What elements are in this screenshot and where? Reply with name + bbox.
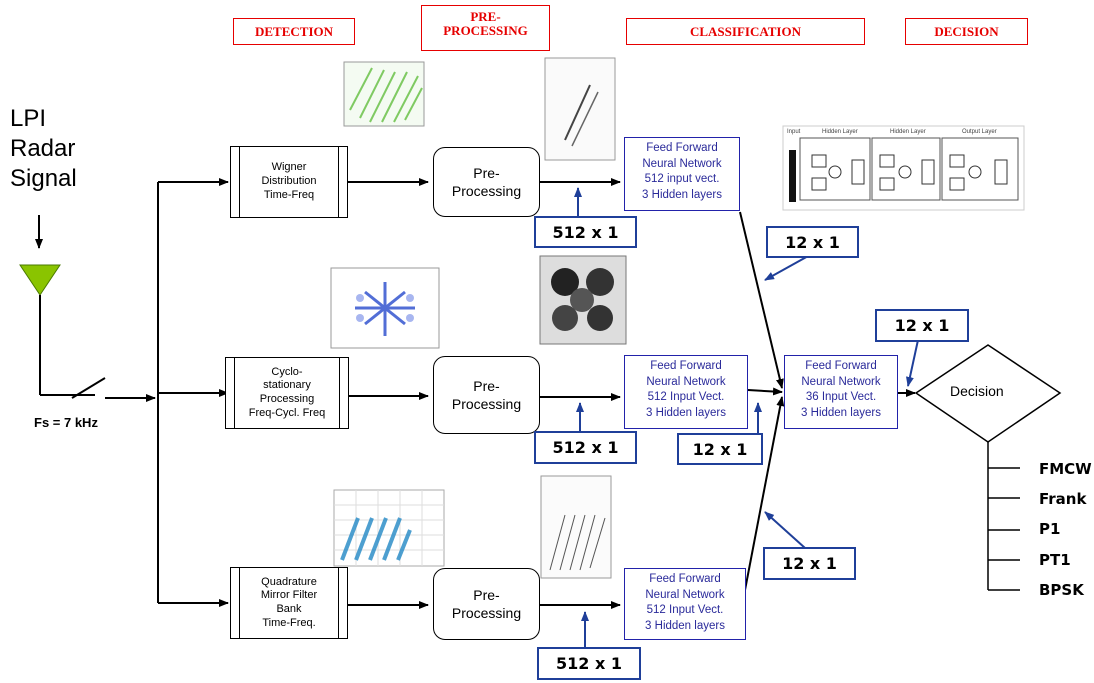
preprocessing-label-top: Pre- Processing [451, 164, 522, 199]
stage-preprocessing: PRE- PROCESSING [421, 5, 550, 51]
qmf-block: Quadrature Mirror Filter Bank Time-Freq. [230, 567, 348, 639]
nn-hidden-layer-2-label: Hidden Layer [890, 129, 926, 135]
sampling-frequency-label: Fs = 7 kHz [34, 415, 98, 430]
neural-network-mid: Feed Forward Neural Network 512 Input Ve… [624, 355, 748, 429]
dim-label-mid-input: 512 x 1 [534, 431, 637, 464]
class-p1: P1 [1039, 520, 1061, 538]
nn-input-label: Input [787, 129, 801, 135]
wigner-preprocessed-thumbnail [544, 57, 616, 161]
class-frank: Frank [1039, 490, 1087, 508]
neural-network-top: Feed Forward Neural Network 512 input ve… [624, 137, 740, 211]
preprocessing-block-bottom: Pre- Processing [433, 568, 540, 640]
lpi-radar-signal-label: LPI Radar Signal [10, 105, 77, 192]
stage-decision: DECISION [905, 18, 1028, 45]
neural-network-bottom: Feed Forward Neural Network 512 Input Ve… [624, 568, 746, 640]
qmf-label: Quadrature Mirror Filter Bank Time-Freq. [260, 575, 318, 629]
neural-network-fusion: Feed Forward Neural Network 36 Input Vec… [784, 355, 898, 429]
preprocessing-block-top: Pre- Processing [433, 147, 540, 217]
cyclostationary-preprocessed-thumbnail [539, 255, 627, 345]
nn-output-layer-label: Output Layer [962, 129, 997, 135]
dim-label-fusion-output: 12 x 1 [875, 309, 969, 342]
wigner-distribution-label: Wigner Distribution Time-Freq [261, 161, 317, 201]
dim-label-bottom-input: 512 x 1 [537, 647, 641, 680]
preprocessing-label-mid: Pre- Processing [451, 377, 522, 412]
class-bpsk: BPSK [1039, 581, 1084, 599]
cyclostationary-thumbnail [330, 267, 440, 349]
cyclostationary-label: Cyclo- stationary Processing Freq-Cycl. … [248, 365, 326, 419]
qmf-preprocessed-thumbnail [540, 475, 612, 579]
preprocessing-label-bottom: Pre- Processing [451, 586, 522, 621]
stage-classification: CLASSIFICATION [626, 18, 865, 45]
stage-detection: DETECTION [233, 18, 355, 45]
wigner-distribution-thumbnail [343, 61, 425, 127]
neural-network-architecture-figure [782, 125, 1025, 211]
class-pt1: PT1 [1039, 551, 1071, 569]
preprocessing-block-mid: Pre- Processing [433, 356, 540, 434]
qmf-thumbnail [333, 489, 445, 567]
dim-label-top-input: 512 x 1 [534, 216, 637, 248]
dim-label-mid-output: 12 x 1 [677, 433, 763, 465]
dim-label-top-output: 12 x 1 [766, 226, 859, 258]
wigner-distribution-block: Wigner Distribution Time-Freq [230, 146, 348, 218]
decision-label: Decision [950, 383, 1004, 399]
nn-hidden-layer-1-label: Hidden Layer [822, 129, 858, 135]
dim-label-bottom-output: 12 x 1 [763, 547, 856, 580]
class-fmcw: FMCW [1039, 460, 1092, 478]
cyclostationary-block: Cyclo- stationary Processing Freq-Cycl. … [225, 357, 349, 429]
